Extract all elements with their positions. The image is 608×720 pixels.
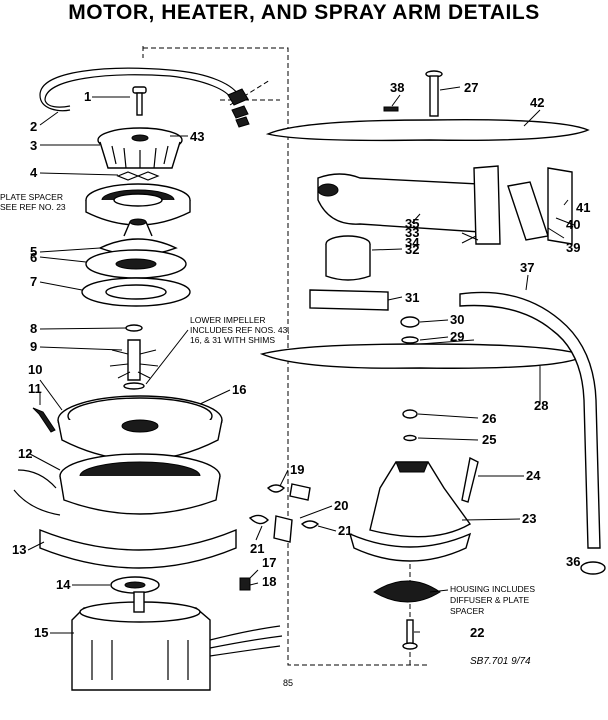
- part-label: 17: [262, 555, 276, 570]
- page-label: 85: [283, 678, 293, 688]
- part-label: 18: [262, 574, 276, 589]
- note-line: DIFFUSER & PLATE: [450, 595, 530, 605]
- part-label: 22: [470, 625, 484, 640]
- part-label: 21: [338, 523, 352, 538]
- hose-clamps: [239, 483, 320, 591]
- leader-lines: [27, 86, 575, 634]
- washer: [401, 336, 419, 344]
- part-label: 10: [28, 362, 42, 377]
- impeller-shaft: [309, 235, 389, 311]
- part-label: 43: [190, 129, 204, 144]
- diffuser-plate: [373, 580, 441, 603]
- heater-shield: [39, 528, 237, 569]
- housing-screw: [461, 456, 479, 503]
- part-label: 8: [30, 321, 37, 336]
- gasket-ring: [85, 249, 187, 279]
- part-label: 32: [405, 242, 419, 257]
- part-label: 37: [520, 260, 534, 275]
- part-label: 24: [526, 468, 541, 483]
- heater-element: [39, 67, 250, 128]
- motor-mount: [13, 453, 221, 516]
- part-label: 9: [30, 339, 37, 354]
- part-label: 23: [522, 511, 536, 526]
- screw: [132, 86, 147, 116]
- drawing-code: SB7.701 9/74: [470, 656, 531, 667]
- note-line: SPACER: [450, 606, 484, 616]
- part-number-labels: 1 2 3 43 4 5 6 7 8 9 10 11 16 12 13 14 1…: [12, 80, 590, 640]
- shims: [116, 171, 160, 181]
- part-label: 20: [334, 498, 348, 513]
- lower-spray-arm: [259, 343, 586, 369]
- part-label: 28: [534, 398, 548, 413]
- part-label: 11: [28, 381, 42, 396]
- nut-26: [402, 409, 418, 419]
- part-label: 12: [18, 446, 32, 461]
- pump-base: [57, 395, 223, 461]
- part-label: 36: [566, 554, 580, 569]
- part-label: 1: [84, 89, 91, 104]
- part-label: 4: [30, 165, 38, 180]
- part-label: 14: [56, 577, 71, 592]
- part-label: 3: [30, 138, 37, 153]
- motor: [71, 591, 283, 691]
- part-label: 19: [290, 462, 304, 477]
- part-label: 6: [30, 250, 37, 265]
- note-line: HOUSING INCLUDES: [450, 584, 535, 594]
- part-label: 35: [405, 216, 419, 231]
- lower-impeller-note: LOWER IMPELLER INCLUDES REF NOS. 43, 16,…: [190, 315, 290, 345]
- part-label: 5: [30, 244, 37, 259]
- diffuser-housing: [348, 461, 472, 562]
- feed-tube: [459, 291, 601, 549]
- washer-25: [403, 434, 417, 442]
- lower-impeller-top: [97, 127, 183, 169]
- note-line: 16, & 31 WITH SHIMS: [190, 335, 275, 345]
- screw-11: [32, 407, 56, 433]
- part-label: 40: [566, 217, 580, 232]
- part-label: 25: [482, 432, 496, 447]
- upper-impeller-nut: [400, 316, 420, 328]
- spray-manifold: [317, 165, 573, 245]
- upper-spray-arm: [265, 119, 590, 142]
- part-label: 30: [450, 312, 464, 327]
- note-line: INCLUDES REF NOS. 43,: [190, 325, 290, 335]
- part-label: 33: [405, 225, 419, 240]
- nut: [125, 324, 143, 332]
- part-label: 39: [566, 240, 580, 255]
- part-label: 7: [30, 274, 37, 289]
- diagram-title: MOTOR, HEATER, AND SPRAY ARM DETAILS: [68, 1, 540, 24]
- housing-note-leader: [429, 589, 449, 593]
- tube-seal: [580, 561, 606, 575]
- part-label: 41: [576, 200, 590, 215]
- part-label: 26: [482, 411, 496, 426]
- part-label: 38: [390, 80, 404, 95]
- plate-spacer: [85, 183, 191, 226]
- part-label: 34: [405, 235, 420, 250]
- part-label: 15: [34, 625, 48, 640]
- part-label: 13: [12, 542, 26, 557]
- part-label: 29: [450, 329, 464, 344]
- bottom-screw: [402, 619, 418, 650]
- pin: [383, 106, 399, 112]
- housing-note: HOUSING INCLUDES DIFFUSER & PLATE SPACER: [450, 584, 535, 616]
- note-line: SEE REF NO. 23: [0, 202, 66, 212]
- part-label: 31: [405, 290, 419, 305]
- mounting-plate: [81, 277, 191, 307]
- part-label: 42: [530, 95, 544, 110]
- spray-arm-bolt: [425, 70, 443, 117]
- part-label: 2: [30, 119, 37, 134]
- plate-spacer-note: PLATE SPACER SEE REF NO. 23: [0, 192, 66, 212]
- note-line: PLATE SPACER: [0, 192, 63, 202]
- part-label: 27: [464, 80, 478, 95]
- lower-impeller: [109, 339, 159, 390]
- motor-seal: [110, 576, 160, 594]
- part-label: 21: [250, 541, 264, 556]
- note-line: LOWER IMPELLER: [190, 315, 266, 325]
- part-label: 16: [232, 382, 246, 397]
